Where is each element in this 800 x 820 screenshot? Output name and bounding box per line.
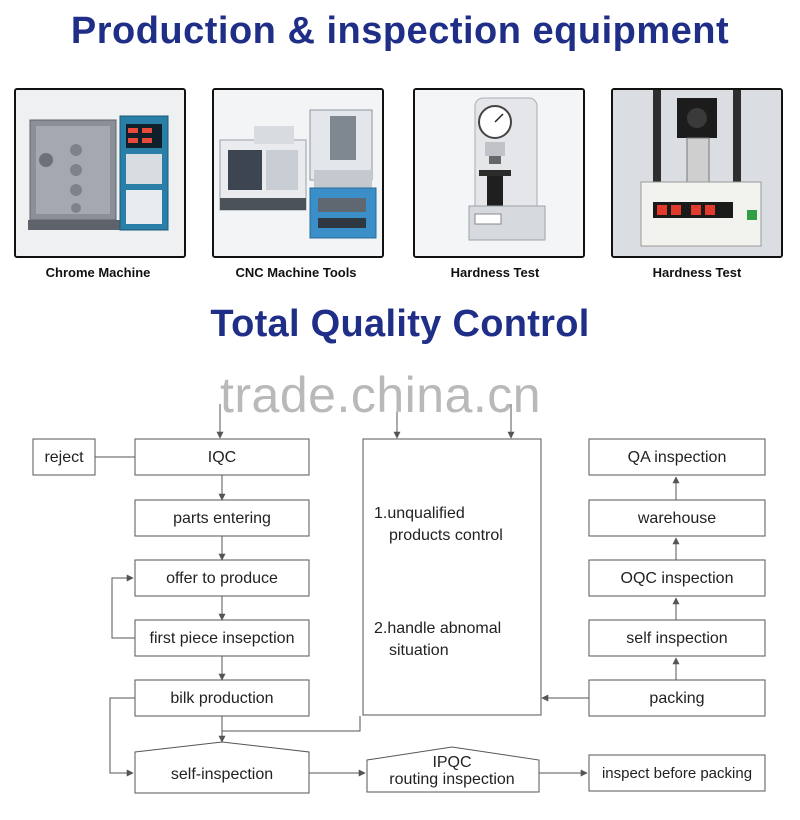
iqc-label: IQC	[208, 449, 236, 466]
first-piece-label: first piece insepction	[150, 630, 295, 647]
flow-node-offer-to-produce: offer to produce	[134, 559, 310, 597]
ipqc-label-line2: routing inspection	[389, 771, 514, 788]
ipqc-label-line1: IPQC	[432, 754, 471, 771]
hardness-tester-photo	[413, 88, 585, 258]
cnc-machine-photo	[212, 88, 384, 258]
chrome-machine-photo	[14, 88, 186, 258]
flow-node-bilk-production: bilk production	[134, 679, 310, 717]
flow-node-oqc-inspection: OQC inspection	[588, 559, 766, 597]
flow-node-inspect-before-packing: inspect before packing	[588, 754, 766, 792]
edge-tester-photo	[611, 88, 783, 258]
flow-node-self-inspection-right: self inspection	[588, 619, 766, 657]
oqc-inspection-label: OQC inspection	[621, 570, 734, 587]
loop-first-to-offer	[111, 574, 135, 639]
equipment-section-title: Production & inspection equipment	[70, 10, 730, 52]
quality-section-title: Total Quality Control	[210, 303, 590, 345]
bilk-production-label: bilk production	[170, 690, 273, 707]
reject-label: reject	[44, 449, 84, 466]
flow-node-warehouse: warehouse	[588, 499, 766, 537]
flow-node-ipqc: IPQC routing inspection	[366, 746, 540, 793]
hardness-tester-caption: Hardness Test	[450, 265, 540, 280]
control-item2-line2: situation	[389, 642, 449, 659]
control-item1-line2: products control	[389, 527, 503, 544]
loop-bilk-self	[109, 697, 135, 777]
flow-node-first-piece: first piece insepction	[134, 619, 310, 657]
flow-node-parts-entering: parts entering	[134, 499, 310, 537]
flow-node-control: 1.unqualified products control 2.handle …	[362, 438, 542, 716]
warehouse-label: warehouse	[637, 510, 716, 527]
self-inspection-label: self-inspection	[171, 766, 273, 783]
link-to-control	[222, 716, 361, 732]
flow-node-iqc: IQC	[134, 438, 310, 476]
watermark-text: trade.china.cn	[220, 367, 542, 423]
cnc-machine-caption: CNC Machine Tools	[235, 265, 357, 280]
edge-tester-caption: Hardness Test	[652, 265, 742, 280]
chrome-machine-caption: Chrome Machine	[45, 265, 151, 280]
control-item2-line1: 2.handle abnomal	[374, 620, 501, 637]
packing-label: packing	[649, 690, 704, 707]
offer-to-produce-label: offer to produce	[166, 570, 278, 587]
self-inspection-right-label: self inspection	[626, 630, 727, 647]
parts-entering-label: parts entering	[173, 510, 271, 527]
inspect-before-packing-label: inspect before packing	[602, 765, 752, 782]
flow-node-reject: reject	[32, 438, 96, 476]
qa-inspection-label: QA inspection	[628, 449, 727, 466]
flow-node-self-inspection: self-inspection	[134, 741, 310, 794]
flow-node-qa-inspection: QA inspection	[588, 438, 766, 476]
flow-node-packing: packing	[588, 679, 766, 717]
control-item1-line1: 1.unqualified	[374, 505, 465, 522]
